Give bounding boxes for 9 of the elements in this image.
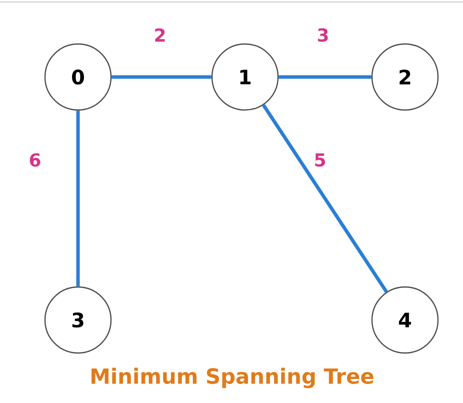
edge-label: 2 [152,27,168,43]
edge-line [278,75,372,79]
edge-line [76,110,80,286]
edge-label: 3 [316,27,330,43]
edge-label: 5 [312,152,328,168]
edge-line [112,75,212,79]
edge-line [262,104,388,293]
edge-label: 6 [28,152,42,168]
caption: Minimum Spanning Tree [92,368,374,388]
